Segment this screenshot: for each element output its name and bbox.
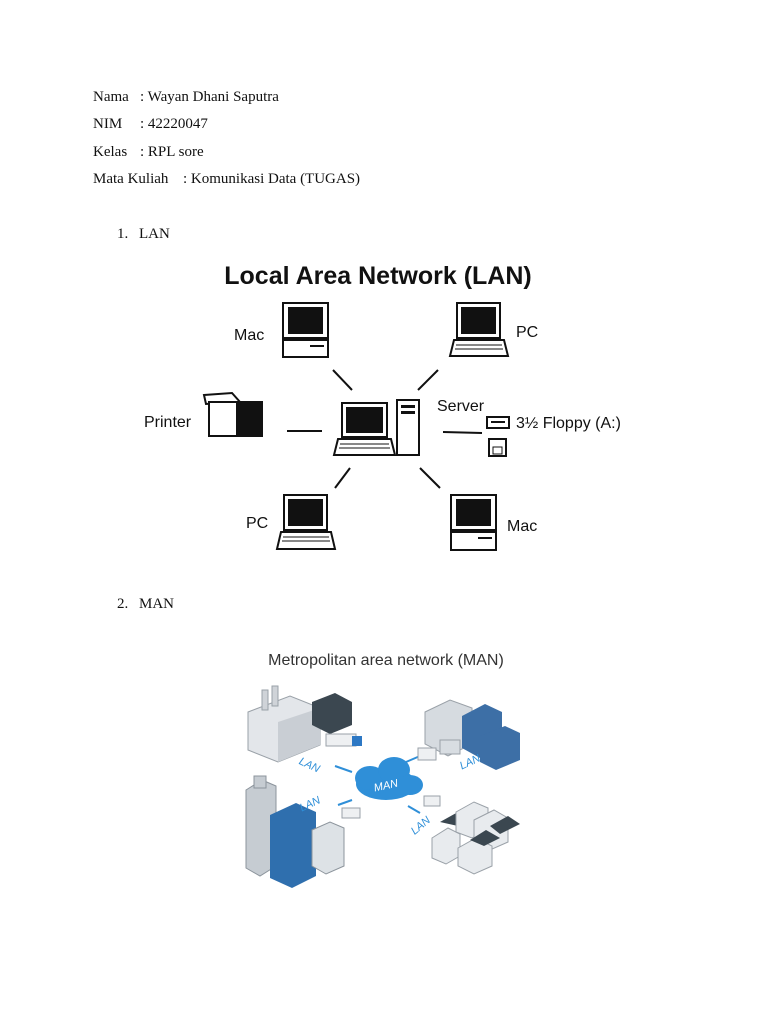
section-title: MAN: [139, 596, 175, 612]
section-number: 2.: [117, 596, 129, 612]
field-kelas: Kelas : RPL sore: [93, 143, 204, 161]
server-tower-icon: [396, 399, 420, 456]
lan-link-label: LAN: [297, 755, 322, 775]
field-mata-kuliah: Mata Kuliah : Komunikasi Data (TUGAS): [93, 170, 360, 188]
section-number: 1.: [117, 226, 129, 242]
section-lan-heading: 1. LAN: [117, 226, 170, 243]
label-mac-bottom: Mac: [507, 518, 537, 535]
lan-diagram: Local Area Network (LAN) Mac PC Printer: [144, 262, 621, 551]
skyscrapers-icon: [245, 775, 361, 888]
central-laptop-icon: [332, 402, 397, 456]
label-floppy: 3½ Floppy (A:): [516, 415, 621, 432]
field-nim-value: : 42220047: [140, 116, 208, 132]
man-diagram-title: Metropolitan area network (MAN): [268, 652, 504, 669]
man-diagram: Metropolitan area network (MAN): [245, 652, 520, 888]
factory-building-icon: [247, 685, 362, 763]
field-nim: NIM : 42220047: [93, 115, 208, 133]
lan-link-label: LAN: [409, 814, 433, 837]
floppy-drive-icon: [486, 416, 510, 457]
printer-icon: [202, 391, 263, 437]
man-cloud-icon: [355, 757, 423, 800]
man-link-lines: [334, 755, 421, 814]
field-nama-label: Nama: [93, 89, 129, 105]
label-pc-top: PC: [516, 324, 538, 341]
field-mata-kuliah-value: : Komunikasi Data (TUGAS): [183, 171, 361, 187]
field-kelas-value: : RPL sore: [140, 144, 204, 160]
section-man-heading: 2. MAN: [117, 596, 174, 613]
field-nim-label: NIM: [93, 116, 123, 132]
field-mata-kuliah-label: Mata Kuliah: [93, 171, 169, 187]
label-printer: Printer: [144, 414, 192, 431]
label-server: Server: [437, 398, 485, 415]
houses-icon: [423, 795, 520, 875]
label-mac-top: Mac: [234, 327, 264, 344]
field-nama: Nama : Wayan Dhani Saputra: [93, 88, 279, 106]
label-pc-bottom: PC: [246, 515, 268, 532]
section-title: LAN: [139, 226, 170, 242]
mac-top-computer-icon: [282, 302, 329, 358]
pc-top-laptop-icon: [448, 302, 510, 357]
pc-bottom-laptop-icon: [275, 494, 337, 550]
field-kelas-label: Kelas: [93, 144, 128, 160]
man-cloud-label: MAN: [373, 778, 399, 795]
office-buildings-icon: [417, 699, 520, 770]
lan-diagram-title: Local Area Network (LAN): [224, 262, 531, 290]
lan-connectors: [287, 369, 483, 489]
field-nama-value: : Wayan Dhani Saputra: [140, 89, 279, 105]
mac-bottom-computer-icon: [450, 494, 497, 551]
